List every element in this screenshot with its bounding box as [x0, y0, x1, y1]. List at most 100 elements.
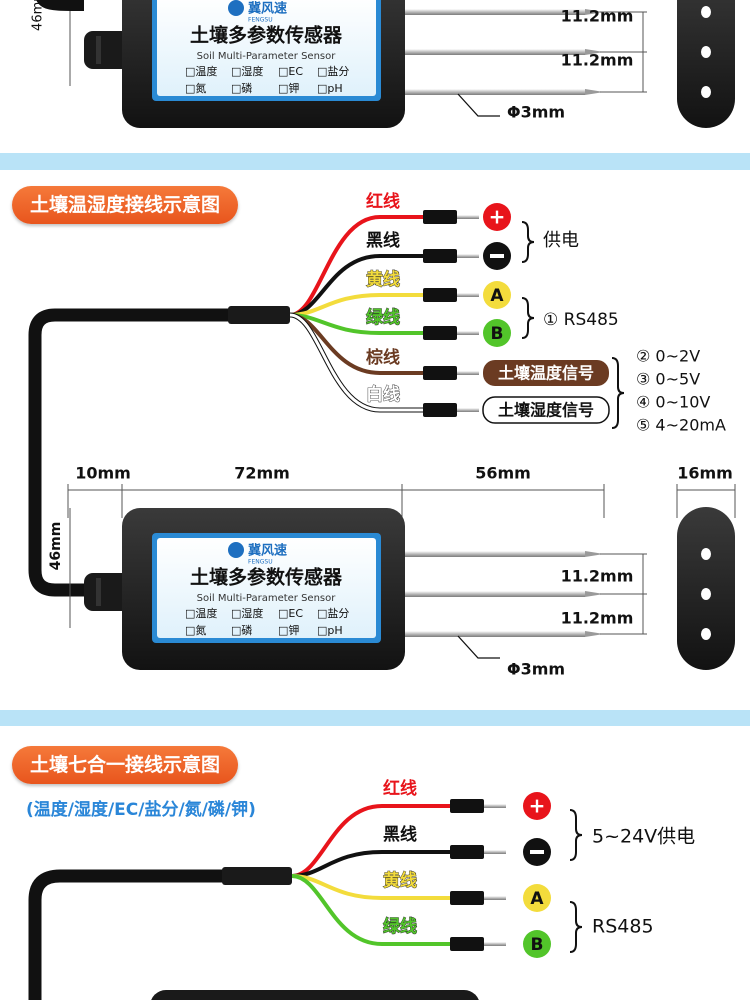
wire-label: 黑线 — [366, 230, 400, 251]
brace-power — [521, 221, 535, 263]
diameter-leader — [457, 635, 500, 659]
dim-probe-spacing: 11.2mm — [561, 7, 634, 26]
wire-pin — [484, 850, 506, 854]
terminal-a — [523, 884, 551, 912]
wire-label: 红线 — [383, 778, 417, 799]
terminal-b-label: B — [491, 324, 504, 344]
probe-tip — [585, 551, 604, 557]
wire-ferrule — [423, 210, 457, 224]
brand-logo-icon — [228, 542, 244, 558]
sensor-housing-bottom — [151, 990, 479, 1000]
dim-width: 16mm — [677, 464, 733, 483]
dim-probe-spacing: 11.2mm — [561, 51, 634, 70]
brand-name: 冀风速 — [248, 543, 287, 559]
sensor-option: □钾 — [278, 623, 299, 637]
terminal-a-label: A — [490, 286, 504, 306]
dim-probe-spacing: 11.2mm — [561, 567, 634, 586]
sensor-option: □温度 — [185, 606, 217, 620]
signal-box — [483, 360, 609, 386]
terminal-a-label: A — [530, 889, 544, 909]
section-title-seven-in-one: 土壤七合一接线示意图 — [12, 746, 239, 784]
sensor-label — [157, 538, 376, 638]
wire-ferrule — [450, 891, 484, 905]
sensor-option: □pH — [317, 82, 343, 95]
dim-cable: 10mm — [75, 464, 131, 483]
terminal-b — [523, 930, 551, 958]
cable-sleeve — [228, 306, 290, 324]
wire-label: 绿线 — [383, 916, 417, 937]
separator-band — [0, 710, 750, 726]
wire-ferrule — [423, 288, 457, 302]
sensor-option: □磷 — [231, 624, 252, 637]
sensor-option: □磷 — [231, 82, 252, 95]
dim-height: 46mm — [48, 522, 64, 571]
brand-name: 冀风速 — [248, 1, 287, 17]
group-label-rs485: RS485 — [592, 916, 654, 938]
wire-pin — [457, 293, 479, 297]
sensor-option: □湿度 — [231, 606, 263, 620]
wire-ferrule — [423, 366, 457, 380]
wire — [289, 254, 425, 317]
wire-ferrule — [423, 326, 457, 340]
sensor-option: □pH — [317, 624, 343, 637]
wire — [289, 313, 425, 412]
sensor-option: □EC — [278, 607, 303, 620]
wire-pin — [484, 896, 506, 900]
sensor-cable — [36, 0, 85, 11]
wiring-seven-in-one — [291, 799, 506, 951]
wire — [289, 215, 425, 317]
probe-tip — [585, 49, 604, 55]
terminal-b-label: B — [531, 935, 544, 955]
terminal-plus-label: + — [529, 794, 546, 818]
wire-label: 白线 — [366, 384, 400, 405]
sensor-option: □湿度 — [231, 64, 263, 78]
dim-probe-spacing: 11.2mm — [561, 609, 634, 628]
probe-tip — [585, 9, 604, 15]
wire-pin — [457, 215, 479, 219]
probe-tip — [585, 89, 604, 95]
analog-output-option: ⑤ 4~20mA — [636, 416, 726, 435]
sensor-option: □盐分 — [317, 607, 349, 620]
dim-probe: 56mm — [475, 464, 531, 483]
side-probe-hole — [701, 86, 711, 98]
wire — [291, 850, 452, 878]
dim-probe-diameter: Φ3mm — [507, 103, 565, 122]
side-probe-hole — [701, 548, 711, 560]
brand-name-en: FENGSU — [248, 17, 273, 24]
wire-ferrule — [450, 845, 484, 859]
sensor-option: □温度 — [185, 64, 217, 78]
probe-pin — [400, 631, 585, 637]
brace-rs485 — [569, 901, 583, 953]
brand-name-en: FENGSU — [248, 559, 273, 566]
probe-tip — [585, 631, 604, 637]
side-probe-hole — [701, 628, 711, 640]
group-label-power: 供电 — [543, 230, 579, 251]
sensor-option: □钾 — [278, 81, 299, 95]
dim-probe-diameter: Φ3mm — [507, 660, 565, 679]
terminal-plus — [483, 203, 511, 231]
sensor-name: 土壤多参数传感器 — [190, 566, 343, 589]
analog-output-option: ② 0~2V — [636, 347, 700, 366]
terminal-minus-label — [530, 850, 544, 854]
terminal-plus — [523, 792, 551, 820]
cable-sleeve — [222, 867, 292, 885]
wire-label: 黄线 — [383, 870, 417, 891]
terminal-a — [483, 281, 511, 309]
terminal-minus-label — [490, 254, 504, 258]
wire-pin — [484, 942, 506, 946]
terminal-plus-label: + — [489, 205, 506, 229]
sensor-label — [157, 0, 376, 96]
probe-pin — [400, 551, 585, 557]
sensor-cable — [28, 869, 225, 1000]
signal-box-label: 土壤温度信号 — [498, 364, 594, 383]
wire — [291, 804, 452, 878]
sensor-cable — [28, 308, 230, 597]
sensor-name: 土壤多参数传感器 — [190, 24, 343, 47]
wire-label: 黑线 — [383, 824, 417, 845]
wire-pin — [457, 331, 479, 335]
dim-height: 46mm — [31, 0, 46, 31]
terminal-b — [483, 319, 511, 347]
wire-label: 黄线 — [366, 269, 400, 290]
